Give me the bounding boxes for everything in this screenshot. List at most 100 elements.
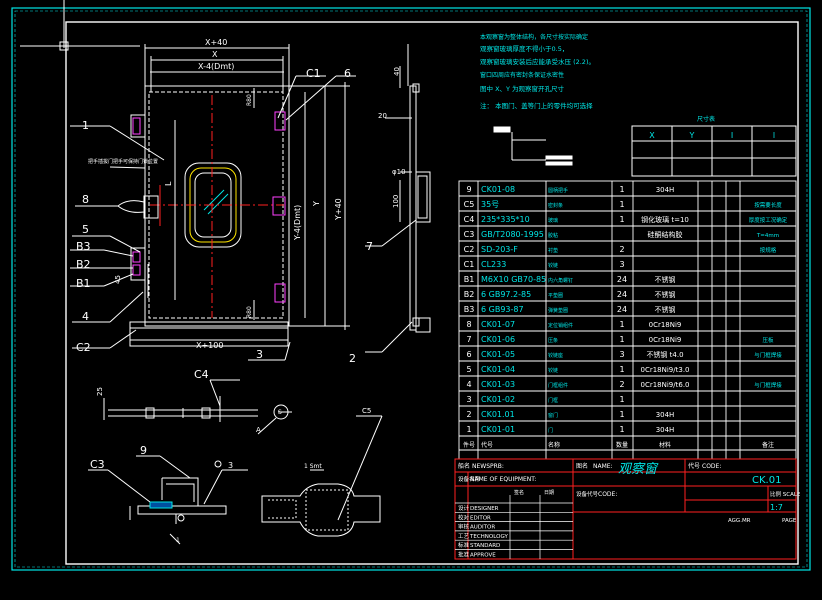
parts-cell-material: 0Cr18Ni9/t6.0 bbox=[641, 381, 690, 389]
drawing-code: CK.01 bbox=[752, 475, 781, 486]
size-table-header-x: X bbox=[649, 131, 655, 140]
code-cn-label: 代号 bbox=[688, 462, 700, 470]
dim-left-45: 45 bbox=[114, 275, 122, 284]
parts-row: 9CK01-08圆柄把手1304H bbox=[466, 185, 674, 194]
parts-cell-name: 铰链座 bbox=[548, 352, 563, 359]
parts-cell-code: 6 GB97.2-85 bbox=[481, 290, 531, 299]
parts-cell-name: 窗门 bbox=[548, 412, 558, 419]
size-table-title: 尺寸表 bbox=[697, 115, 715, 123]
parts-row: 7CK01-06压条10Cr18Ni9压板 bbox=[466, 335, 774, 344]
callout-2: 2 bbox=[349, 352, 356, 365]
role-row: 校对EDITOR bbox=[458, 513, 491, 521]
parts-cell-qty: 1 bbox=[619, 425, 624, 434]
parts-rows: 9CK01-08圆柄把手1304HC535号密封条1按需要长度C4235*335… bbox=[463, 185, 788, 449]
parts-cell-code: CK01-02 bbox=[481, 395, 515, 404]
parts-cell-name: 胶粘 bbox=[548, 232, 558, 239]
parts-cell-material: 304H bbox=[656, 411, 675, 419]
parts-cell-qty: 1 bbox=[619, 410, 624, 419]
dim-sect-a: A bbox=[256, 426, 261, 434]
parts-cell-qty: 2 bbox=[619, 245, 624, 254]
dim-right-y40: Y+40 bbox=[334, 198, 343, 221]
drawing-name: 观察窗 bbox=[618, 462, 659, 477]
callout-c2: C2 bbox=[76, 341, 91, 354]
parts-cell-remark: 按需要长度 bbox=[754, 201, 782, 209]
role-row: 批准APPROVE bbox=[458, 551, 496, 559]
dim-right-hole: Y-4(Dmt) bbox=[293, 205, 302, 241]
parts-row: B26 GB97.2-85平垫圈24不锈钢 bbox=[464, 290, 676, 299]
callout-6: 6 bbox=[344, 67, 351, 80]
dim-top-hole: X-4(Dmt) bbox=[198, 62, 234, 71]
parts-cell-qty: 24 bbox=[617, 275, 627, 284]
dim-side-100: 100 bbox=[392, 195, 400, 208]
ship-cn-label: 船名 bbox=[458, 462, 470, 470]
note-line-3: 观察窗玻璃安装后应能承受水压 (2.2)。 bbox=[480, 57, 595, 66]
section-c5 bbox=[262, 416, 382, 536]
parts-row: 3CK01-02门框1 bbox=[466, 395, 624, 404]
parts-cell-code: CK01-08 bbox=[481, 185, 515, 194]
note-line-1: 本观察窗为整体结构，各尺寸按实际确定 bbox=[480, 33, 588, 41]
parts-cell-qty: 24 bbox=[617, 305, 627, 314]
parts-cell-qty: 1 bbox=[619, 365, 624, 374]
dim-detail-3: 3 bbox=[228, 461, 233, 470]
role-row: 工艺TECHNOLOGY bbox=[458, 533, 508, 540]
parts-cell-name: 铰链 bbox=[548, 262, 558, 269]
dim-top-inner: X bbox=[212, 50, 218, 59]
parts-cell-qty: 24 bbox=[617, 290, 627, 299]
dim-left-l: L bbox=[164, 181, 173, 186]
detail-c4 bbox=[104, 380, 292, 434]
page-label: PAGE bbox=[782, 518, 797, 524]
size-table-header-y: Y bbox=[689, 131, 695, 140]
size-table-header-l: l bbox=[773, 131, 775, 140]
sign-header: 签名 bbox=[514, 489, 524, 496]
parts-cell-name: 玻璃 bbox=[548, 217, 558, 224]
unit-code-cn: 设备代号 bbox=[576, 490, 599, 498]
parts-cell-material: 304H bbox=[656, 186, 675, 194]
parts-cell-remark: 厚度按工况确定 bbox=[749, 216, 788, 224]
parts-cell-remark: 备注 bbox=[762, 441, 774, 449]
parts-cell-qty: 数量 bbox=[616, 441, 628, 449]
front-view bbox=[118, 44, 350, 346]
parts-cell-qty: 1 bbox=[619, 320, 624, 329]
callout-4: 4 bbox=[82, 310, 89, 323]
parts-cell-code: 6 GB93-87 bbox=[481, 305, 524, 314]
parts-row: C535号密封条1按需要长度 bbox=[464, 200, 783, 209]
parts-row: C1CL233铰链3 bbox=[464, 260, 625, 269]
parts-cell-name: 铰链 bbox=[548, 367, 558, 374]
parts-cell-no: B1 bbox=[464, 275, 475, 284]
note-line-2: 观察窗玻璃厚度不得小于0.5， bbox=[480, 44, 568, 53]
role-cn: 设计 bbox=[458, 504, 470, 512]
callout-9: 9 bbox=[140, 444, 147, 457]
notes-block: 本观察窗为整体结构，各尺寸按实际确定 观察窗玻璃厚度不得小于0.5， 观察窗玻璃… bbox=[480, 33, 595, 110]
parts-cell-no: 4 bbox=[466, 380, 471, 389]
parts-cell-qty: 2 bbox=[619, 380, 624, 389]
callout-3: 3 bbox=[256, 348, 263, 361]
role-en: APPROVE bbox=[470, 553, 496, 559]
parts-cell-qty: 1 bbox=[619, 185, 624, 194]
callout-c1: C1 bbox=[306, 67, 321, 80]
parts-row: 5CK01-04铰链10Cr18Ni9/t3.0 bbox=[466, 365, 689, 374]
parts-cell-no: C5 bbox=[464, 200, 475, 209]
parts-cell-remark: T=4mm bbox=[756, 233, 779, 239]
scale-value: 1:7 bbox=[770, 503, 783, 512]
parts-cell-no: 9 bbox=[466, 185, 471, 194]
role-en: DESIGNER bbox=[470, 506, 499, 512]
callout-c4: C4 bbox=[194, 368, 209, 381]
parts-cell-no: 7 bbox=[466, 335, 471, 344]
role-en: AUDITOR bbox=[470, 525, 495, 531]
parts-cell-no: C2 bbox=[464, 245, 475, 254]
parts-cell-material: 不锈钢 bbox=[655, 290, 676, 299]
parts-cell-material: 0Cr18Ni9 bbox=[649, 321, 682, 329]
parts-row: C2SD-203-F衬垫2按规格 bbox=[464, 245, 777, 254]
note-line-5: 图中 X、Y 为观察窗开孔尺寸 bbox=[480, 84, 565, 93]
role-en: TECHNOLOGY bbox=[469, 534, 508, 540]
role-cn: 工艺 bbox=[458, 533, 470, 540]
weld-symbol bbox=[494, 127, 572, 165]
dim-bottom-r: R80 bbox=[246, 306, 253, 318]
parts-cell-name: 弹簧垫圈 bbox=[548, 307, 568, 314]
parts-cell-qty: 3 bbox=[619, 260, 624, 269]
parts-row: 1CK01-01门1304H bbox=[466, 425, 674, 434]
parts-cell-material: 不锈钢 bbox=[655, 275, 676, 284]
parts-cell-name: 门 bbox=[548, 427, 553, 434]
parts-cell-name: 内六角螺钉 bbox=[548, 277, 573, 284]
